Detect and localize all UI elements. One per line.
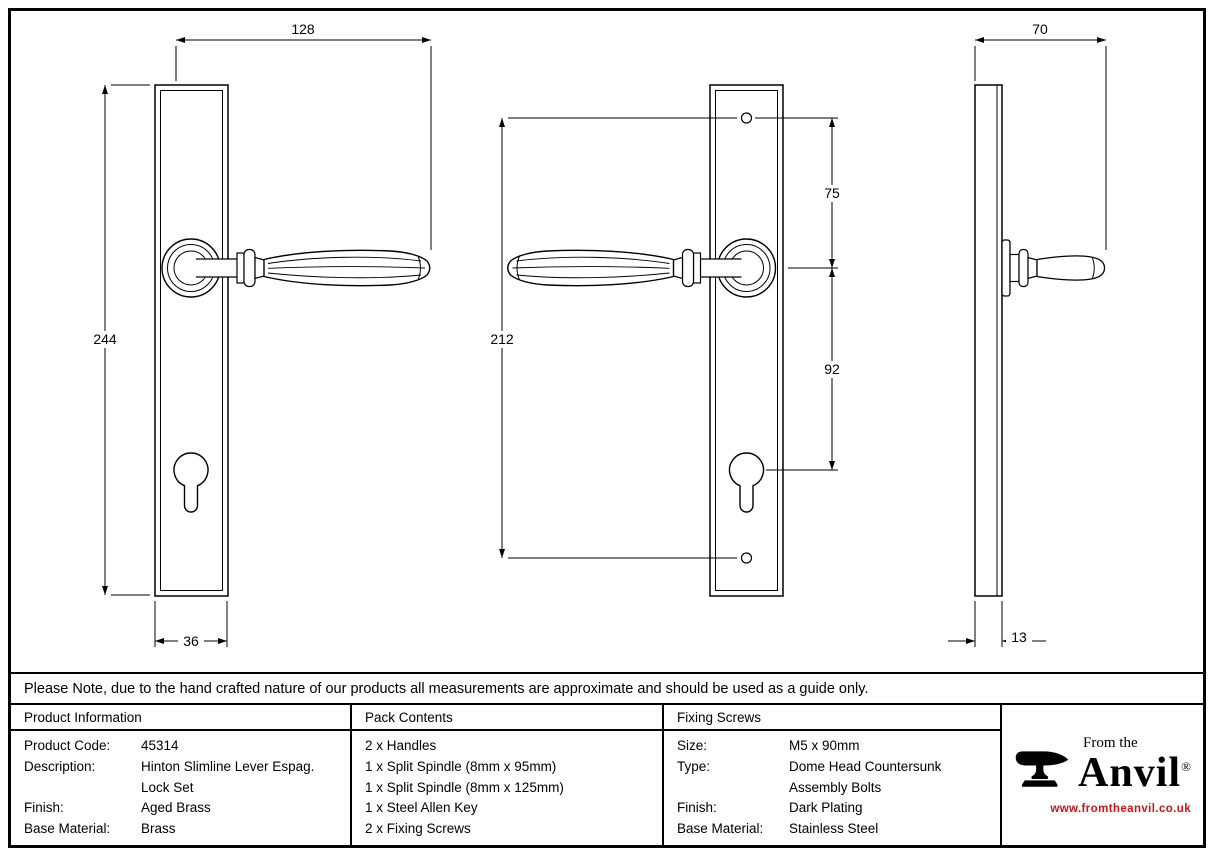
field-label: Size: [677, 738, 708, 753]
field-label [24, 778, 141, 799]
dim-projection: 70 [1032, 21, 1048, 37]
field-value: Dome Head Countersunk [789, 758, 942, 774]
finish-row: Finish: Aged Brass [24, 798, 344, 819]
field-label: Finish: [677, 800, 717, 816]
field-value: Hinton Slimline Lever Espag. [141, 758, 315, 774]
pack-item: 1 x Split Spindle (8mm x 95mm) [365, 758, 557, 774]
product-code-row: Product Code: 45314 [24, 736, 344, 757]
field-value: M5 x 90mm [789, 738, 860, 753]
size-row: Size: M5 x 90mm [677, 736, 994, 757]
brand-name-text: Anvil [1078, 749, 1182, 796]
field-value: Dark Plating [789, 800, 863, 816]
fixing-screws-column: Fixing Screws Size: M5 x 90mm Type: Dome… [662, 705, 1000, 845]
field-label: Product Code: [24, 738, 111, 753]
fixing-screws-header: Fixing Screws [664, 705, 1000, 731]
dim-screw-centres: 212 [490, 331, 514, 347]
brand-name: Anvil® [1078, 752, 1192, 794]
base-material-row: Base Material: Brass [24, 819, 344, 840]
type-row: Type: Dome Head Countersunk [677, 757, 994, 778]
page-frame: 128 244 36 212 75 92 70 13 Please Note, … [8, 8, 1206, 848]
note-text: Please Note, due to the hand crafted nat… [24, 680, 869, 697]
product-info-column: Product Information Product Code: 45314 … [11, 705, 350, 845]
pack-contents-column: Pack Contents 2 x Handles 1 x Split Spin… [350, 705, 662, 845]
brand-lockup: From the Anvil® [1013, 734, 1192, 794]
info-table: Product Information Product Code: 45314 … [11, 705, 1203, 845]
brand-text: From the Anvil® [1078, 734, 1192, 794]
field-value: Assembly Bolts [789, 779, 882, 795]
brand-website: www.fromtheanvil.co.uk [1050, 802, 1191, 815]
side-view [974, 84, 1106, 597]
base-material-row: Base Material: Stainless Steel [677, 819, 994, 840]
pack-item: 1 x Steel Allen Key [365, 800, 478, 816]
field-label [677, 778, 789, 799]
type-row-2: Assembly Bolts [677, 778, 994, 799]
technical-drawing: 128 244 36 212 75 92 70 13 [11, 11, 1203, 672]
field-label: Base Material: [24, 821, 111, 837]
dim-plate-depth: 13 [1011, 629, 1027, 645]
field-label: Finish: [24, 800, 64, 816]
brand-tagline: From the [1083, 734, 1138, 751]
field-value: Stainless Steel [789, 821, 879, 837]
description-row-2: Lock Set [24, 778, 344, 799]
registered-mark: ® [1181, 758, 1192, 774]
drawing-svg: 128 244 36 212 75 92 70 13 [87, 21, 1107, 650]
lever-handle-front-mirrored [507, 238, 777, 513]
dimension-label-backers [87, 185, 1032, 650]
field-value: 45314 [141, 738, 179, 753]
bottom-screw-hole [740, 552, 753, 564]
dim-handle-length: 128 [291, 21, 315, 37]
dimension-labels: 128 244 36 212 75 92 70 13 [93, 21, 1048, 649]
dim-plate-width: 36 [183, 633, 199, 649]
pack-item: 1 x Split Spindle (8mm x 125mm) [365, 779, 564, 795]
field-value: Aged Brass [141, 800, 211, 816]
pack-contents-header: Pack Contents [352, 705, 662, 731]
anvil-icon [1015, 750, 1069, 787]
finish-row: Finish: Dark Plating [677, 798, 994, 819]
dim-screw-to-handle: 75 [824, 185, 840, 201]
field-label: Description: [24, 758, 96, 774]
note-bar: Please Note, due to the hand crafted nat… [11, 672, 1203, 705]
front-view-middle [507, 84, 784, 597]
lever-handle-front [161, 238, 431, 513]
field-value: Lock Set [141, 779, 194, 795]
field-label: Base Material: [677, 821, 764, 837]
front-view-left [154, 84, 431, 597]
field-label: Type: [677, 758, 711, 774]
description-row: Description: Hinton Slimline Lever Espag… [24, 757, 344, 778]
top-screw-hole [740, 112, 753, 124]
dim-handle-to-cylinder: 92 [824, 361, 840, 377]
dimension-lines [102, 37, 1107, 647]
brand-cell: From the Anvil® www.fromtheanvil.co.uk [1000, 705, 1203, 845]
pack-item: 2 x Handles [365, 738, 437, 753]
field-value: Brass [141, 821, 176, 837]
dim-plate-height: 244 [93, 331, 117, 347]
product-info-header: Product Information [11, 705, 350, 731]
pack-item: 2 x Fixing Screws [365, 821, 471, 837]
